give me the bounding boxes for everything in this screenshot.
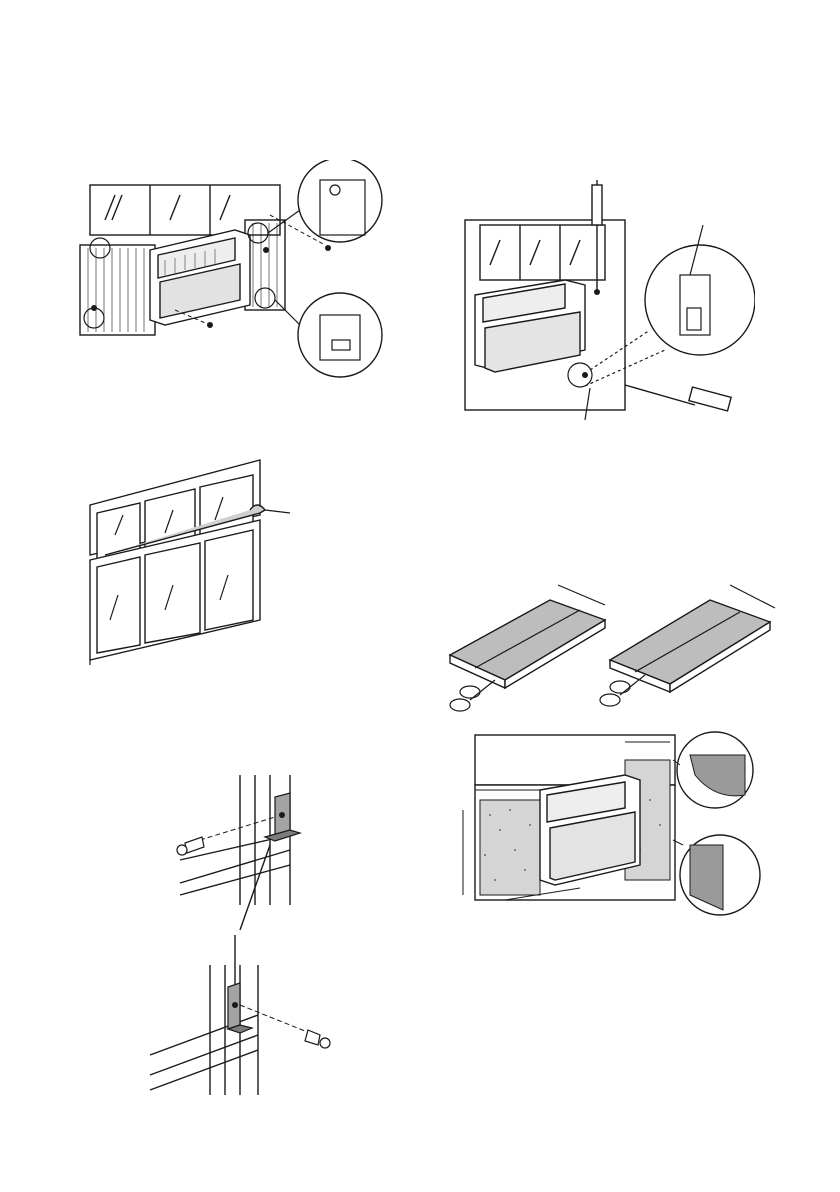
- insulation-installed-diagram: [455, 730, 785, 920]
- ac-mounting-diagram: [70, 160, 400, 390]
- fig-insulation-installed: [455, 730, 785, 920]
- fig-window-seal-foam: [85, 455, 315, 665]
- bracket-screw-diagram: [455, 180, 755, 420]
- l-bracket-diagram: [140, 775, 340, 1105]
- fig-foam-panel-cutting: [440, 580, 790, 720]
- foam-cutting-diagram: [440, 580, 790, 720]
- window-seal-diagram: [85, 455, 315, 665]
- fig-l-bracket-install: [140, 775, 340, 1105]
- fig-ac-bracket-screwdriver: [455, 180, 755, 420]
- fig-ac-mounting-screws: [70, 160, 400, 390]
